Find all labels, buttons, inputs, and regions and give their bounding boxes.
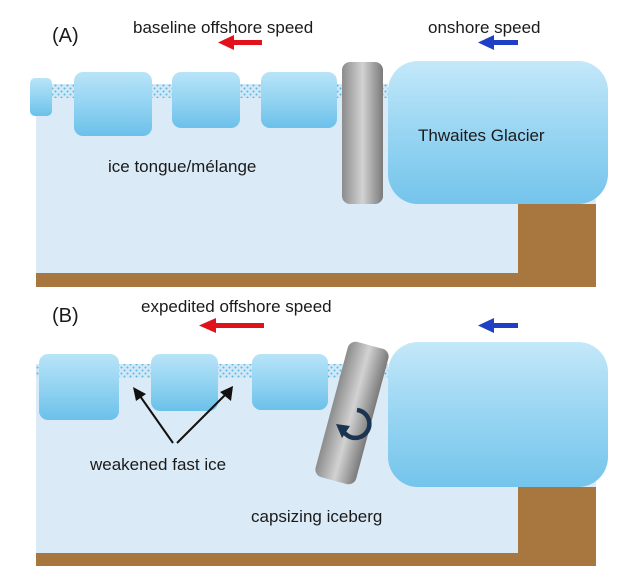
bedrock — [36, 487, 596, 566]
thwaites-glacier — [388, 61, 608, 204]
panel-a: (A) baseline offshore speed onshore spee… — [30, 18, 608, 287]
onshore-arrow-icon — [478, 318, 518, 333]
offshore-arrow-icon — [218, 35, 262, 50]
panel-b: (B) expedited offshore speed weakened fa… — [36, 297, 608, 566]
thwaites-glacier — [388, 342, 608, 487]
ice-block — [30, 78, 52, 116]
bedrock — [36, 204, 596, 287]
ice-block — [39, 354, 119, 420]
capsizing-iceberg-label: capsizing iceberg — [251, 507, 382, 526]
baseline-offshore-speed-label: baseline offshore speed — [133, 18, 313, 37]
iceberg-upright — [342, 62, 383, 204]
ice-block — [261, 72, 337, 128]
ice-tongue-label: ice tongue/mélange — [108, 157, 256, 176]
glacier-label: Thwaites Glacier — [418, 126, 545, 145]
iceberg-capsizing — [315, 341, 389, 485]
weakened-fast-ice-label: weakened fast ice — [89, 455, 226, 474]
pointer-arrow-icon — [176, 386, 233, 444]
ice-block — [74, 72, 152, 136]
ice-block — [172, 72, 240, 128]
onshore-speed-label: onshore speed — [428, 18, 540, 37]
ice-block — [151, 354, 218, 411]
rotation-arrow-icon — [336, 407, 372, 441]
offshore-arrow-icon — [199, 318, 264, 333]
onshore-arrow-icon — [478, 35, 518, 50]
panel-b-label: (B) — [52, 305, 79, 327]
ice-block — [252, 354, 328, 410]
panel-a-label: (A) — [52, 25, 79, 47]
expedited-offshore-speed-label: expedited offshore speed — [141, 297, 332, 316]
pointer-arrow-icon — [133, 387, 174, 444]
